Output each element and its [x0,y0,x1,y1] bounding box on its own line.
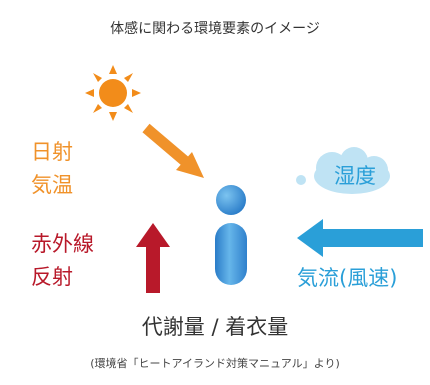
infrared-reflection-label: 赤外線 反射 [31,228,94,294]
infrared-text: 赤外線 [31,232,94,256]
diagram-title: 体感に関わる環境要素のイメージ [110,21,320,37]
arrow-up-icon [136,223,170,293]
arrow-down-right-icon [142,123,204,178]
humidity-label: 湿度 [334,164,376,188]
person-icon [215,185,247,285]
metabolism-clothing-label: 代謝量 / 着衣量 [141,315,289,339]
source-caption: (環境省「ヒートアイランド対策マニュアル」より) [90,357,340,370]
air-temperature-text: 気温 [31,173,73,197]
reflection-text: 反射 [31,265,73,289]
airflow-label: 気流(風速) [297,266,398,290]
solar-radiation-text: 日射 [31,140,73,164]
cloud-icon [296,147,390,194]
arrow-left-icon [297,219,423,257]
solar-radiation-temperature-label: 日射 気温 [31,136,73,202]
sun-icon [85,65,141,121]
